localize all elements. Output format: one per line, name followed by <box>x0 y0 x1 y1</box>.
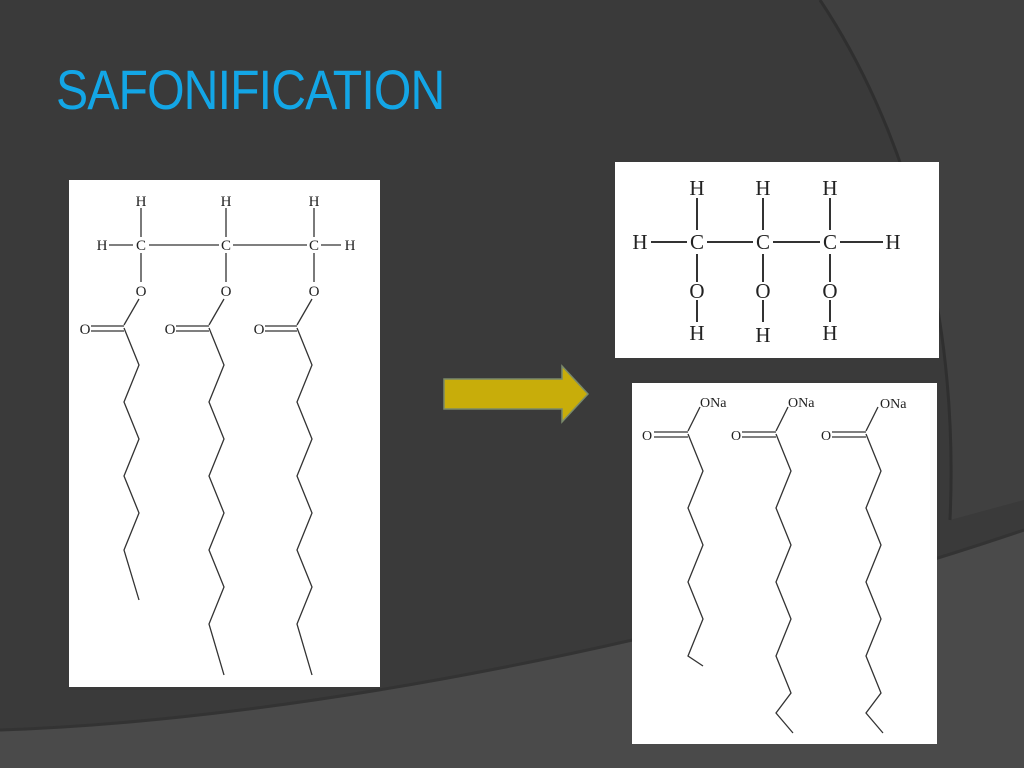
atom-ona: ONa <box>788 396 815 411</box>
atom-h: H <box>136 194 147 210</box>
glycerol-structure: H H H H C C C H O O O H H H <box>615 162 939 358</box>
atom-o: O <box>165 322 176 338</box>
atom-h: H <box>309 194 320 210</box>
atom-h: H <box>221 194 232 210</box>
atom-o: O <box>731 429 741 444</box>
atom-c: C <box>756 230 770 254</box>
atom-h: H <box>689 176 704 200</box>
atom-c: C <box>221 238 231 254</box>
atom-h: H <box>885 230 900 254</box>
atom-h: H <box>822 321 837 345</box>
atom-h: H <box>97 238 108 254</box>
atom-c: C <box>309 238 319 254</box>
atom-o: O <box>821 429 831 444</box>
soap-structure: ONa ONa ONa O O O <box>632 383 937 744</box>
triglyceride-structure: H H H H C C C H O O O O O O <box>69 180 380 687</box>
atom-h: H <box>755 323 770 347</box>
atom-o: O <box>136 284 147 300</box>
atom-h: H <box>689 321 704 345</box>
slide-title: SAFONIFICATION <box>56 58 445 121</box>
atom-o: O <box>755 279 770 303</box>
atom-o: O <box>254 322 265 338</box>
atom-o: O <box>642 429 652 444</box>
atom-c: C <box>136 238 146 254</box>
reaction-arrow-icon <box>443 364 590 424</box>
atom-o: O <box>822 279 837 303</box>
atom-h: H <box>632 230 647 254</box>
atom-o: O <box>221 284 232 300</box>
atom-h: H <box>822 176 837 200</box>
atom-o: O <box>80 322 91 338</box>
atom-ona: ONa <box>880 397 907 412</box>
atom-h: H <box>755 176 770 200</box>
atom-ona: ONa <box>700 396 727 411</box>
atom-c: C <box>690 230 704 254</box>
atom-o: O <box>689 279 704 303</box>
atom-h: H <box>345 238 356 254</box>
atom-o: O <box>309 284 320 300</box>
atom-c: C <box>823 230 837 254</box>
